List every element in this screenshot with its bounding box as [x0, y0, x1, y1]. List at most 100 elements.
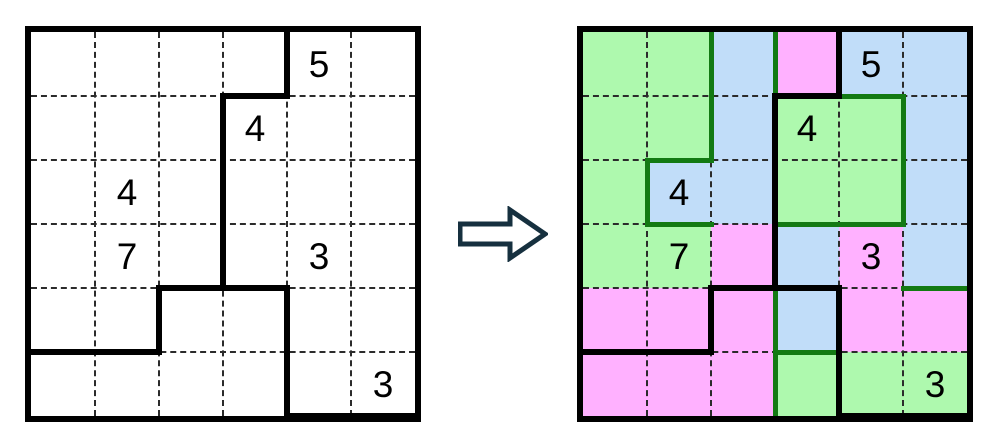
grid-cell[interactable]	[903, 224, 967, 288]
grid-cell[interactable]	[711, 288, 775, 352]
color-region-border	[644, 157, 714, 163]
grid-cell[interactable]	[711, 160, 775, 224]
region-border	[580, 349, 714, 355]
grid-cell[interactable]	[775, 352, 839, 416]
grid-cell[interactable]	[95, 96, 159, 160]
grid-cell[interactable]	[95, 32, 159, 96]
grid-cell[interactable]	[903, 32, 967, 96]
grid-cell[interactable]	[95, 224, 159, 288]
right-arrow-icon	[457, 205, 550, 263]
grid-cell[interactable]	[287, 96, 351, 160]
grid-cell[interactable]	[583, 96, 647, 160]
grid-cell[interactable]	[583, 224, 647, 288]
color-region-border	[772, 29, 778, 99]
grid-cell[interactable]	[223, 160, 287, 224]
grid-cell[interactable]	[775, 96, 839, 160]
grid-cell[interactable]	[287, 224, 351, 288]
region-border	[220, 93, 290, 99]
color-region-border	[772, 221, 778, 419]
grid-cell[interactable]	[711, 32, 775, 96]
region-border	[708, 285, 714, 355]
grid-cell[interactable]	[647, 96, 711, 160]
grid-cell[interactable]	[775, 32, 839, 96]
grid-cell[interactable]	[351, 96, 415, 160]
region-border	[772, 93, 842, 99]
grid-cell[interactable]	[775, 160, 839, 224]
grid-cell[interactable]	[223, 96, 287, 160]
color-region-border	[772, 408, 778, 416]
grid-cell[interactable]	[31, 160, 95, 224]
grid-cell[interactable]	[223, 224, 287, 288]
grid-cell[interactable]	[839, 160, 903, 224]
grid-cell[interactable]	[159, 224, 223, 288]
region-border	[836, 285, 842, 419]
grid-cell[interactable]	[287, 288, 351, 352]
region-border	[772, 93, 778, 291]
color-region-border	[772, 221, 906, 227]
grid-cell[interactable]	[711, 352, 775, 416]
grid-cell[interactable]	[351, 352, 415, 416]
grid-cell[interactable]	[95, 352, 159, 416]
region-border	[28, 349, 162, 355]
grid-cell[interactable]	[287, 352, 351, 416]
color-region-border	[708, 32, 714, 40]
grid-cell[interactable]	[839, 288, 903, 352]
grid-cell[interactable]	[903, 288, 967, 352]
grid-cell[interactable]	[287, 32, 351, 96]
grid-cell[interactable]	[159, 288, 223, 352]
grid-cell[interactable]	[223, 352, 287, 416]
grid-cell[interactable]	[775, 224, 839, 288]
grid-cell[interactable]	[351, 32, 415, 96]
grid-cell[interactable]	[159, 32, 223, 96]
grid-cell[interactable]	[903, 160, 967, 224]
grid-cell[interactable]	[839, 32, 903, 96]
grid-cell[interactable]	[351, 288, 415, 352]
grid-cell[interactable]	[583, 352, 647, 416]
region-border	[836, 29, 842, 99]
grid-cell[interactable]	[159, 352, 223, 416]
color-region-border	[900, 93, 906, 227]
grid-cell[interactable]	[95, 160, 159, 224]
color-region-border	[644, 157, 650, 227]
grid-cell[interactable]	[583, 32, 647, 96]
region-border	[708, 285, 842, 291]
grid-cell[interactable]	[223, 288, 287, 352]
grid-cell[interactable]	[647, 224, 711, 288]
grid-cell[interactable]	[583, 288, 647, 352]
region-border	[156, 285, 162, 355]
region-border	[156, 285, 290, 291]
grid-cell[interactable]	[95, 288, 159, 352]
grid-cell[interactable]	[839, 352, 903, 416]
grid-cell[interactable]	[647, 32, 711, 96]
color-region-border	[772, 349, 842, 355]
grid-cell[interactable]	[31, 32, 95, 96]
grid-cell[interactable]	[903, 96, 967, 160]
grid-cell[interactable]	[351, 224, 415, 288]
grid-cell[interactable]	[31, 96, 95, 160]
grid-cell[interactable]	[223, 32, 287, 96]
grid-cell[interactable]	[31, 352, 95, 416]
grid-cell[interactable]	[839, 224, 903, 288]
grid-cell[interactable]	[287, 160, 351, 224]
grid-cell[interactable]	[31, 224, 95, 288]
region-border	[220, 93, 226, 291]
grid-cell[interactable]	[159, 96, 223, 160]
grid-cell[interactable]	[711, 224, 775, 288]
color-region-border	[644, 221, 714, 227]
grid-cell[interactable]	[775, 288, 839, 352]
grid-cell[interactable]	[903, 352, 967, 416]
grid-cell[interactable]	[711, 96, 775, 160]
grid-cell[interactable]	[159, 160, 223, 224]
grid-cell[interactable]	[351, 160, 415, 224]
grid-cell[interactable]	[31, 288, 95, 352]
color-region-border	[708, 29, 714, 163]
region-border	[284, 285, 290, 419]
grid-cell[interactable]	[839, 96, 903, 160]
grid-cell[interactable]	[647, 352, 711, 416]
grid-cell[interactable]	[647, 288, 711, 352]
grid-cell[interactable]	[583, 160, 647, 224]
grid-cell[interactable]	[647, 160, 711, 224]
color-region-border	[900, 285, 970, 291]
